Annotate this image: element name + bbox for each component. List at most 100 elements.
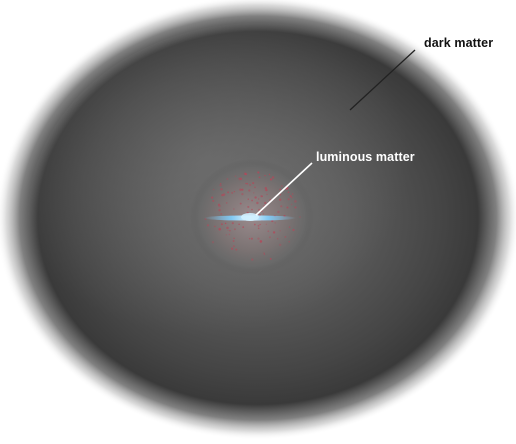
star-dot: [251, 199, 253, 202]
luminous-matter-pointer-line: [255, 162, 313, 216]
star-dot: [212, 199, 215, 202]
star-dot: [247, 205, 250, 208]
star-dot: [218, 227, 221, 231]
star-dot: [267, 230, 270, 233]
star-dot: [206, 224, 210, 227]
star-dot: [220, 182, 222, 185]
star-dot: [242, 226, 245, 228]
star-dot: [264, 174, 266, 177]
star-dot: [226, 178, 229, 180]
star-dot: [266, 193, 268, 196]
star-dot: [251, 258, 254, 261]
star-dot: [224, 222, 227, 225]
star-dot: [244, 172, 247, 175]
star-dot: [287, 191, 290, 194]
star-dot: [212, 188, 215, 191]
star-dot: [214, 225, 216, 228]
star-dot: [235, 248, 238, 251]
star-dot: [249, 183, 252, 186]
star-dot: [280, 205, 283, 208]
star-dot: [288, 240, 290, 243]
star-dot: [246, 182, 249, 185]
dark-matter-label: dark matter: [424, 36, 494, 50]
star-dot: [247, 198, 249, 200]
star-dot: [292, 228, 295, 232]
star-dot: [228, 233, 231, 236]
star-dot: [227, 229, 229, 231]
star-dot: [232, 245, 235, 248]
star-dot: [239, 188, 242, 191]
star-dot: [287, 198, 290, 201]
star-dot: [220, 212, 223, 215]
star-dot: [279, 198, 282, 201]
star-dot: [288, 226, 291, 228]
star-dot: [277, 210, 280, 214]
star-dot: [233, 208, 235, 210]
star-dot: [272, 231, 276, 234]
star-dot: [226, 226, 229, 230]
star-dot: [252, 182, 255, 185]
star-dot: [284, 236, 287, 238]
star-dot: [291, 196, 293, 199]
star-dot: [257, 227, 260, 230]
star-dot: [233, 190, 236, 193]
star-dot: [218, 204, 221, 208]
star-dot: [264, 187, 267, 190]
star-dot: [251, 208, 253, 211]
luminous-matter-label: luminous matter: [316, 150, 415, 164]
star-dot: [239, 177, 243, 181]
star-dot: [264, 201, 267, 205]
star-dot: [279, 193, 282, 196]
star-dot: [220, 188, 223, 191]
star-dot: [269, 178, 273, 181]
star-dot: [211, 241, 215, 244]
star-dot: [279, 188, 282, 191]
star-dot: [239, 202, 242, 205]
star-dot: [231, 222, 234, 225]
star-dot: [259, 240, 263, 243]
star-dot: [268, 236, 271, 239]
star-dot: [231, 191, 234, 194]
star-dot: [233, 237, 235, 240]
star-dot: [257, 224, 260, 227]
star-dot: [244, 172, 247, 176]
star-dot: [248, 237, 251, 240]
star-dot: [261, 195, 263, 198]
star-dot: [260, 194, 263, 198]
star-dot: [257, 171, 260, 174]
star-dot: [218, 208, 221, 212]
star-dot: [234, 175, 237, 177]
star-dot: [279, 230, 281, 232]
star-dot: [220, 223, 223, 226]
star-dot: [257, 237, 260, 240]
star-dot: [256, 201, 259, 205]
star-dot: [221, 193, 224, 197]
star-dot: [294, 206, 297, 209]
star-dot: [225, 202, 228, 204]
star-dot: [217, 203, 221, 206]
star-dot: [238, 223, 240, 225]
star-dot: [263, 252, 265, 254]
star-dot: [271, 176, 275, 179]
star-dot: [268, 173, 271, 176]
star-dot: [274, 222, 276, 224]
star-dot: [289, 195, 292, 198]
star-dot: [229, 229, 231, 232]
star-dot: [243, 173, 245, 175]
star-dot: [250, 237, 253, 240]
star-dot: [278, 243, 282, 247]
star-dot: [281, 185, 283, 187]
star-dot: [263, 253, 266, 256]
star-dot: [238, 178, 241, 181]
star-dot: [262, 213, 265, 215]
star-dot: [271, 219, 274, 223]
star-dot: [254, 196, 257, 199]
star-dot: [253, 192, 255, 194]
dark-matter-pointer-line: [349, 49, 416, 111]
star-dot: [294, 200, 297, 203]
star-dot: [211, 196, 214, 199]
star-dot: [258, 176, 261, 179]
star-dot: [219, 183, 222, 187]
star-dot: [286, 206, 289, 209]
star-dot: [225, 234, 227, 236]
